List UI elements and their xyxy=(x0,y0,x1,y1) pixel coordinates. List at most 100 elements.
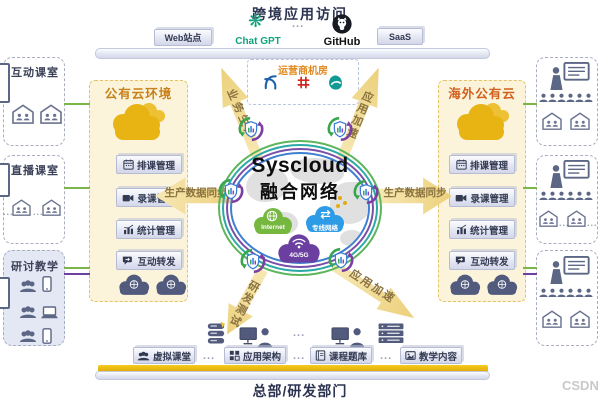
ellipsis: ... xyxy=(380,350,393,362)
app-architecture-button[interactable]: 应用架构 xyxy=(224,347,286,364)
connector-line-purple xyxy=(64,273,90,275)
public-cloud-title: 公有云环境 xyxy=(104,87,173,101)
shield-badge-icon xyxy=(218,178,244,204)
button-label: 统计管理 xyxy=(136,225,175,237)
statistics-mgmt-button[interactable]: 统计管理 xyxy=(116,220,182,239)
site-title-seminar-teaching: 研讨教学 xyxy=(11,261,59,273)
people-group-icon xyxy=(19,280,37,292)
student-icon xyxy=(584,93,593,102)
map-blob xyxy=(246,168,288,202)
cross-border-access-title: 跨境应用访问 xyxy=(252,6,348,22)
virtual-classroom-button[interactable]: 虚拟课堂 xyxy=(133,347,195,364)
csdn-watermark: CSDN xyxy=(562,378,599,393)
teacher-board-icon xyxy=(549,160,591,188)
carrier-room-title: 运营商机房 xyxy=(278,66,328,77)
world-map xyxy=(230,152,370,264)
site-box-seminar-teaching xyxy=(3,250,65,346)
schedule-mgmt-button[interactable]: 排课管理 xyxy=(116,155,182,174)
core-ring-green xyxy=(218,140,382,276)
chatgpt-label[interactable]: Chat GPT xyxy=(235,36,281,47)
chat-forward-icon xyxy=(455,255,467,266)
house-icon xyxy=(567,210,586,227)
connector-line-green xyxy=(64,103,90,105)
shield-badge-icon xyxy=(327,116,353,142)
core-title: Syscloud xyxy=(251,154,349,177)
ellipsis: ... xyxy=(203,350,216,362)
calendar-icon xyxy=(123,159,134,170)
overseas-cloud-title: 海外公有云 xyxy=(448,87,516,101)
chat-forward-icon xyxy=(122,255,134,266)
button-label: 录课管理 xyxy=(470,193,509,205)
recording-mgmt-button[interactable]: 录课管理 xyxy=(449,188,515,207)
workstation-icon xyxy=(239,327,274,348)
student-icon xyxy=(557,93,566,102)
image-icon xyxy=(405,350,416,361)
shield-badge-icon xyxy=(353,179,379,205)
phone-icon xyxy=(42,328,52,344)
connector-line-green xyxy=(523,267,537,269)
student-icon xyxy=(548,191,557,200)
course-bank-button[interactable]: 课程题库 xyxy=(310,347,372,364)
database-icon xyxy=(206,321,226,346)
student-icon xyxy=(539,191,548,200)
student-icon xyxy=(548,93,557,102)
core-subtitle: 融合网络 xyxy=(260,182,340,202)
button-label: 虚拟课堂 xyxy=(152,351,191,363)
dark-cloud-icon xyxy=(117,273,151,296)
chatgpt-logo-icon: ❋ xyxy=(248,11,264,31)
interactive-forward-button[interactable]: 互动转发 xyxy=(449,251,515,270)
schedule-mgmt-button[interactable]: 排课管理 xyxy=(449,155,515,174)
site-box-live-classroom xyxy=(3,155,65,244)
gold-dot xyxy=(336,204,340,208)
phone-icon xyxy=(42,276,52,292)
student-icon xyxy=(557,191,566,200)
gold-dot xyxy=(343,201,347,205)
grid-icon xyxy=(229,350,240,361)
house-icon xyxy=(539,210,558,227)
web-site-button[interactable]: Web站点 xyxy=(154,29,212,46)
people-icon xyxy=(137,351,150,361)
top-platform-bar xyxy=(95,48,490,59)
interactive-forward-button[interactable]: 互动转发 xyxy=(116,251,182,270)
github-label[interactable]: GitHub xyxy=(323,36,361,48)
house-icon xyxy=(12,104,34,124)
student-icon xyxy=(548,288,557,297)
button-label: 排课管理 xyxy=(469,160,508,172)
core-network: Syscloud 融合网络 Internet 专线网络 4G/5G xyxy=(218,140,382,276)
yellow-cloud-icon xyxy=(108,98,168,144)
house-icon xyxy=(40,104,62,124)
button-label: 录课管理 xyxy=(137,193,176,205)
map-blob xyxy=(290,158,344,184)
connector-line-green xyxy=(64,187,90,189)
ellipsis: ... xyxy=(293,350,306,362)
teaching-content-button[interactable]: 教学内容 xyxy=(400,347,462,364)
student-icon xyxy=(539,288,548,297)
laptop-icon xyxy=(40,306,59,319)
student-icon xyxy=(566,288,575,297)
ellipsis: ... xyxy=(559,218,570,228)
shield-badge-icon xyxy=(240,248,266,274)
button-label: 统计管理 xyxy=(469,225,508,237)
site-title-interactive-classroom: 互动课室 xyxy=(11,67,59,79)
data-sync-label-left: 生产数据同步 xyxy=(164,187,228,199)
house-icon xyxy=(542,112,562,130)
camera-icon xyxy=(455,193,467,203)
china-mobile-icon xyxy=(327,74,344,91)
button-label: 互动转发 xyxy=(470,256,509,268)
statistics-mgmt-button[interactable]: 统计管理 xyxy=(449,220,515,239)
saas-button[interactable]: SaaS xyxy=(377,28,423,45)
leased-line-cloud-label: 专线网络 xyxy=(312,225,338,232)
dark-cloud-icon xyxy=(448,273,482,296)
yellow-cloud-icon xyxy=(452,98,512,144)
teacher-board-icon xyxy=(549,256,591,284)
ellipsis: ... xyxy=(293,327,306,339)
connector-line-purple xyxy=(523,273,537,275)
connector-line-green xyxy=(523,187,537,189)
globe-icon xyxy=(266,210,278,222)
student-icon xyxy=(575,93,584,102)
core-ring-teal xyxy=(222,144,378,272)
button-label: 教学内容 xyxy=(418,351,457,363)
connector-line-green xyxy=(523,103,537,105)
button-label: 互动转发 xyxy=(137,256,176,268)
